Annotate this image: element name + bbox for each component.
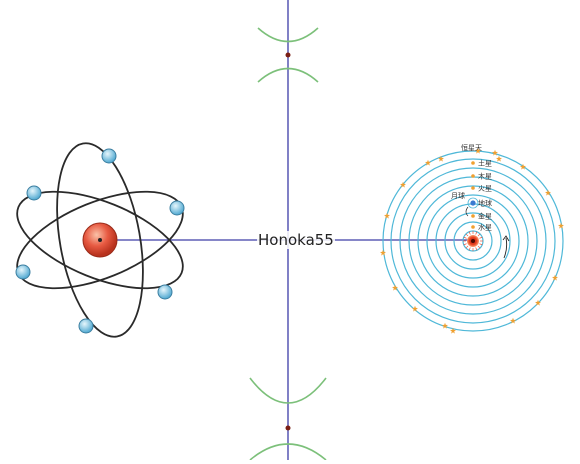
planet-marker: [471, 214, 475, 218]
moon-label: 月球: [451, 191, 465, 200]
planet-label: 火星: [478, 185, 492, 193]
star-icon: [392, 284, 398, 291]
electron: [26, 185, 42, 201]
rotation-arrow: [503, 237, 508, 259]
electron: [15, 264, 31, 280]
atom-orbit-2: [16, 190, 184, 290]
star-icon: [400, 181, 406, 188]
bottom-hyperbola: [249, 377, 327, 461]
center-label: Honoka55: [257, 231, 335, 249]
star-icon: [380, 249, 386, 256]
electron: [157, 284, 173, 300]
star-icon: [442, 322, 448, 329]
moon-arrow: [465, 206, 469, 217]
top-hyperbola: [257, 27, 319, 83]
planet-label: 金星: [478, 212, 492, 221]
star-icon: [450, 327, 456, 334]
planet-marker: [471, 225, 475, 229]
orbit-circle: [399, 167, 547, 315]
star-icon: [558, 222, 564, 229]
planet-marker: [471, 174, 475, 178]
star-icon: [520, 163, 526, 170]
orbit-circle: [417, 185, 529, 297]
atom-model: [15, 142, 185, 338]
star-icon: [545, 189, 551, 196]
orbit-circle: [426, 194, 520, 288]
star-icon: [412, 305, 418, 312]
orbit-circle: [444, 212, 502, 270]
star-icon: [496, 155, 502, 162]
electron: [78, 318, 94, 334]
planet-label: 木星: [478, 172, 492, 181]
star-icon: [535, 299, 541, 306]
top-focus-point: [285, 52, 291, 58]
planet-marker: [471, 186, 475, 190]
star-icon: [425, 159, 431, 166]
star-icon: [510, 317, 516, 324]
orbit-circle: [382, 150, 564, 332]
bottom-focus-point: [285, 425, 291, 431]
star-icon: [384, 212, 390, 219]
orbit-circle: [390, 158, 556, 324]
star-icon: [552, 274, 558, 281]
outer-sphere-label: 恒星天: [461, 143, 482, 152]
moon-orbit: [467, 197, 479, 209]
electron: [101, 148, 117, 164]
atom-orbit-3: [56, 142, 144, 338]
planet-label: 土星: [478, 159, 492, 168]
star-icon: [475, 147, 481, 154]
electron: [169, 200, 185, 216]
star-icon: [438, 155, 444, 162]
star-icon: [492, 149, 498, 156]
planet-marker: [471, 161, 475, 165]
planet-label: 水星: [478, 223, 492, 232]
planet-marker: [470, 200, 476, 206]
orbit-circle: [453, 221, 493, 261]
planet-label: 地球: [478, 199, 492, 208]
